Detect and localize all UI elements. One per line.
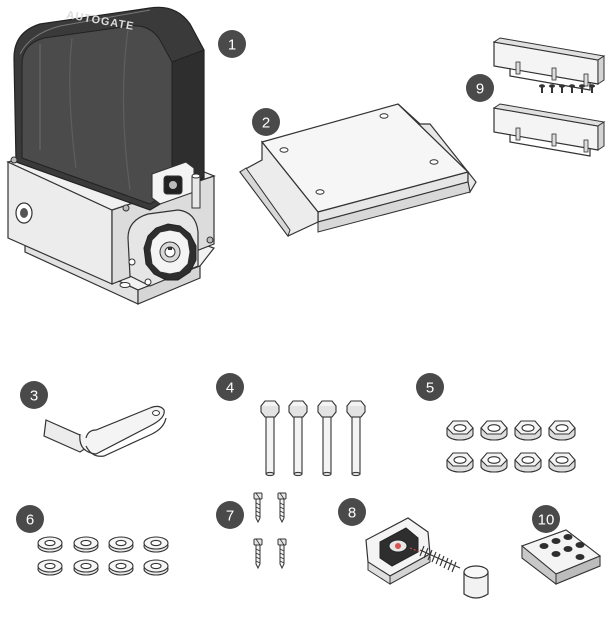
hex-nuts: [446, 420, 576, 473]
mounting-plate: [239, 103, 477, 238]
badge-1-label: 1: [228, 37, 236, 54]
badge-7-label: 7: [226, 508, 234, 525]
washers: [37, 536, 169, 576]
self-tapping-screws: [253, 492, 287, 569]
badge-5-label: 5: [426, 380, 434, 397]
hex-bolts: [260, 400, 366, 477]
badge-7: 7: [216, 501, 244, 529]
remote-control: [520, 529, 602, 586]
limit-magnet-kit: [365, 517, 489, 599]
badge-6-label: 6: [26, 512, 34, 529]
release-key: [43, 405, 167, 457]
badge-10: 10: [532, 505, 560, 533]
badge-3-label: 3: [30, 388, 38, 405]
badge-2: 2: [252, 108, 280, 136]
badge-2-label: 2: [262, 115, 270, 132]
rack-bracket-bottom: [492, 103, 606, 157]
badge-8-label: 8: [348, 505, 356, 522]
badge-6: 6: [16, 505, 44, 533]
badge-3: 3: [20, 381, 48, 409]
badge-9: 9: [466, 74, 494, 102]
badge-9-label: 9: [476, 81, 484, 98]
badge-8: 8: [338, 498, 366, 526]
badge-4: 4: [216, 373, 244, 401]
motor-unit: AUTOGATE: [6, 6, 216, 305]
rack-bracket-top: [492, 37, 606, 91]
badge-10-label: 10: [538, 512, 555, 529]
badge-4-label: 4: [226, 380, 234, 397]
badge-1: 1: [218, 30, 246, 58]
badge-5: 5: [416, 373, 444, 401]
